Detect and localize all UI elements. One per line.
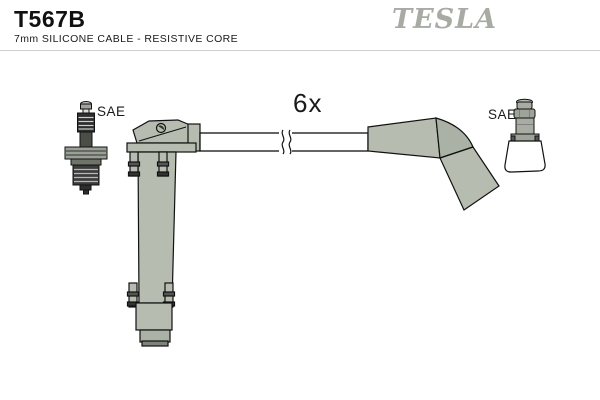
- plug-boot-illustration: [367, 117, 500, 211]
- sae-label-left: SAE: [97, 104, 126, 119]
- spark-plug-icon: [64, 101, 108, 195]
- quantity-label: 6x: [293, 88, 323, 118]
- cable-break-mark: [288, 129, 292, 155]
- header-divider: [0, 50, 600, 51]
- brand-logo: TESLA: [392, 4, 498, 35]
- ignition-cable-illustration: [199, 129, 369, 155]
- part-number: T567B: [14, 6, 86, 32]
- sae-label-right: SAE: [488, 107, 517, 122]
- upper-clip-tabs: [127, 151, 170, 177]
- coil-boot-illustration: [126, 119, 201, 347]
- plug-terminal-illustration: [504, 98, 546, 173]
- cable-break-mark: [281, 129, 285, 155]
- product-subtitle: 7mm SILICONE CABLE - RESISTIVE CORE: [14, 33, 239, 45]
